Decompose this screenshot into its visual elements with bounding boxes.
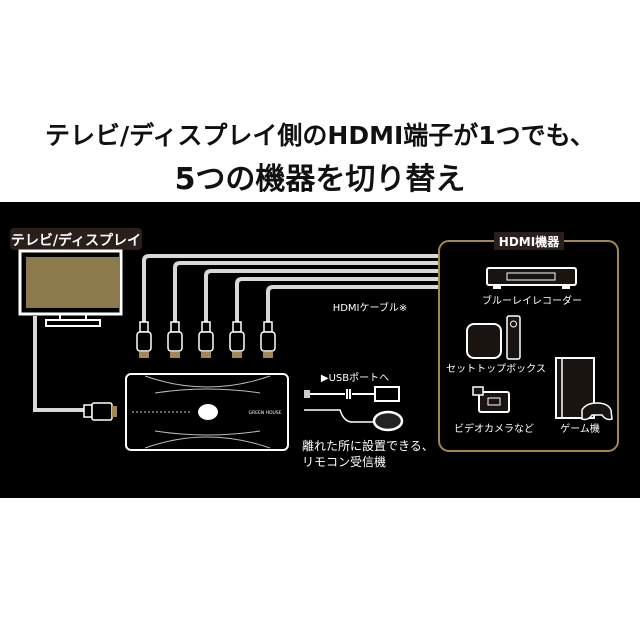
hdmi-cable <box>204 269 440 322</box>
set-top-box-icon <box>466 315 521 360</box>
tv-label-bg <box>10 228 142 250</box>
headline-line-2: 5つの機器を切り替え <box>174 162 466 197</box>
device-label-game: ゲーム機 <box>560 422 600 435</box>
device-label-camera: ビデオカメラなど <box>454 422 534 435</box>
devices-label-bg <box>494 232 564 250</box>
tv-icon <box>18 249 123 327</box>
tv-hdmi-cable <box>33 316 84 412</box>
tv-label: テレビ/ディスプレイ <box>11 232 141 249</box>
headline-line-1: テレビ/ディスプレイ側のHDMI端子が1つでも、 <box>45 121 595 150</box>
hdmi-cable <box>142 254 440 322</box>
ir-receiver-icon <box>372 410 404 432</box>
hdmi-cable <box>266 285 440 322</box>
hdmi-cable <box>235 277 440 322</box>
ir-sensor-icon <box>198 404 218 420</box>
usb-cable-icon <box>304 386 404 432</box>
hdmi-plug-icon <box>167 321 183 358</box>
hdmi-plug-icon <box>136 321 152 358</box>
hdmi-cables <box>136 254 440 358</box>
receiver-caption-1: 離れた所に設置できる、 <box>302 438 434 453</box>
device-label-stb: セットトップボックス <box>446 363 546 375</box>
hdmi-cable <box>173 261 440 322</box>
video-camera-icon <box>472 386 510 413</box>
devices-label: HDMI機器 <box>499 234 560 249</box>
hdmi-plug-icon <box>260 321 276 358</box>
switch-brand: GREEN HOUSE <box>248 410 281 416</box>
controller-icon <box>581 402 613 421</box>
hdmi-plug-icon <box>198 321 214 358</box>
bluray-recorder-icon <box>486 267 577 289</box>
hdmi-plug-icon <box>83 402 117 421</box>
hdmi-plug-icon <box>229 321 245 358</box>
receiver-caption-2: リモコン受信機 <box>302 454 386 469</box>
game-console-icon <box>555 357 613 421</box>
device-label-bluray: ブルーレイレコーダー <box>482 294 582 307</box>
usb-label: ▶USBポートへ <box>321 372 389 384</box>
cable-label: HDMIケーブル※ <box>333 301 408 314</box>
hdmi-switch-icon: GREEN HOUSE <box>125 373 289 451</box>
